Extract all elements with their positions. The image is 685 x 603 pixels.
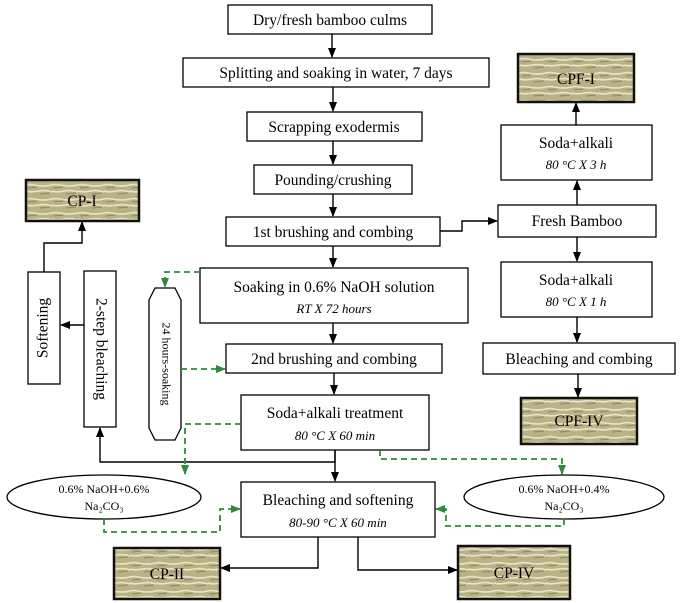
step-naoh-soaking: Soaking in 0.6% NaOH solution RT X 72 ho…	[199, 267, 469, 324]
dashed-soda-to-left-solution	[181, 423, 241, 475]
step-softening: Softening	[27, 271, 61, 385]
arrow-to-cp4	[357, 537, 458, 574]
step-scrapping-exodermis: Scrapping exodermis	[246, 111, 423, 142]
step-soda-alkali-3h: Soda+alkali 80 °C X 3 h	[500, 124, 653, 181]
product-label: CPF-I	[557, 71, 595, 88]
arrow-to-cp2	[220, 537, 319, 572]
step-label: Soaking in 0.6% NaOH solution	[233, 279, 434, 296]
step-condition: 80-90 °C X 60 min	[289, 515, 387, 530]
solution-line-1: 0.6% NaOH+0.4%	[518, 482, 609, 496]
step-pounding-crushing: Pounding/crushing	[253, 164, 413, 195]
product-cp2: CP-II	[112, 546, 222, 601]
arrow-softening-to-cp1	[43, 221, 86, 272]
step-label: Bleaching and combing	[505, 351, 652, 368]
step-bleaching-softening: Bleaching and softening 80-90 °C X 60 mi…	[240, 481, 436, 538]
step-soda-alkali-1h: Soda+alkali 80 °C X 1 h	[500, 261, 653, 318]
step-fresh-bamboo: Fresh Bamboo	[497, 204, 657, 238]
step-label: Soda+alkali	[539, 272, 614, 289]
solution-left-ellipse: 0.6% NaOH+0.6% Na₂CO₃	[6, 474, 202, 520]
step-bleaching-combing: Bleaching and combing	[482, 342, 676, 375]
product-label: CP-I	[67, 193, 96, 210]
arrow-soda-to-2step-bleaching	[96, 427, 336, 463]
step-label: 24 hours-soaking	[159, 323, 173, 406]
step-condition: 80 °C X 3 h	[546, 157, 607, 172]
step-label: Softening	[35, 298, 52, 359]
step-label: Splitting and soaking in water, 7 days	[219, 65, 452, 82]
step-label: Bleaching and softening	[263, 492, 414, 509]
step-dry-fresh-culms: Dry/fresh bamboo culms	[227, 4, 433, 35]
solution-line-1: 0.6% NaOH+0.6%	[58, 482, 149, 496]
step-label: 2nd brushing and combing	[251, 351, 417, 368]
step-condition: 80 °C X 60 min	[295, 428, 375, 443]
step-label: Soda+alkali	[539, 135, 614, 152]
step-condition: RT X 72 hours	[295, 301, 371, 316]
step-splitting-soaking: Splitting and soaking in water, 7 days	[182, 57, 490, 88]
step-label: Dry/fresh bamboo culms	[253, 12, 407, 29]
product-cp1: CP-I	[24, 178, 141, 223]
dashed-right-solution-to-bleach	[435, 505, 565, 527]
step-label: Pounding/crushing	[274, 172, 391, 189]
step-24h-soaking: 24 hours-soaking	[148, 287, 182, 441]
solution-line-2: Na₂CO₃	[84, 499, 123, 513]
step-label: Scrapping exodermis	[268, 119, 399, 136]
step-label: 2-step bleaching	[92, 298, 109, 400]
dashed-soda-to-right-solution	[379, 450, 566, 475]
product-label: CPF-IV	[554, 413, 604, 430]
product-cpf1: CPF-I	[516, 52, 636, 104]
step-label: Soda+alkali treatment	[267, 405, 404, 422]
product-label: CP-IV	[494, 565, 535, 582]
step-label: Fresh Bamboo	[532, 213, 623, 230]
step-1st-brushing: 1st brushing and combing	[225, 216, 441, 247]
step-soda-alkali-treatment: Soda+alkali treatment 80 °C X 60 min	[240, 394, 430, 451]
step-label: 1st brushing and combing	[253, 224, 414, 241]
step-2-step-bleaching: 2-step bleaching	[83, 270, 117, 428]
step-2nd-brushing: 2nd brushing and combing	[225, 343, 443, 374]
product-cpf4: CPF-IV	[519, 396, 639, 446]
dashed-naoh-to-24h-soaking	[161, 271, 200, 288]
product-label: CP-II	[150, 566, 184, 583]
solution-line-2: Na₂CO₃	[544, 499, 583, 513]
arrow-brushing1-to-fresh-bamboo	[440, 217, 498, 232]
solution-right-ellipse: 0.6% NaOH+0.4% Na₂CO₃	[463, 474, 665, 520]
step-condition: 80 °C X 1 h	[546, 294, 607, 309]
product-cp4: CP-IV	[456, 544, 572, 601]
